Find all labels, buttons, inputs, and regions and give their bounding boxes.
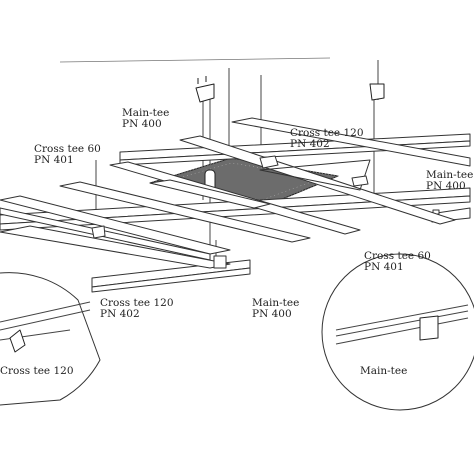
label-maintee-top: Main-tee PN 400 bbox=[122, 108, 169, 130]
label-detail-left: Cross tee 120 bbox=[0, 366, 74, 377]
label-crosstee120-bottom: Cross tee 120 PN 402 bbox=[100, 298, 174, 320]
label-maintee-bottom: Main-tee PN 400 bbox=[252, 298, 299, 320]
label-detail-left-name: Cross tee 120 bbox=[0, 365, 74, 377]
label-detail-right: Main-tee bbox=[360, 366, 407, 377]
detail-circle-right bbox=[321, 253, 474, 411]
label-crosstee60-left-name: Cross tee 60 bbox=[34, 143, 101, 155]
label-maintee-right-pn: PN 400 bbox=[426, 180, 466, 192]
label-maintee-top-pn: PN 400 bbox=[122, 118, 162, 130]
cross-stubs bbox=[91, 155, 369, 239]
label-maintee-bottom-name: Main-tee bbox=[252, 297, 300, 309]
label-crosstee120-top-name: Cross tee 120 bbox=[290, 127, 364, 139]
label-crosstee120-bottom-name: Cross tee 120 bbox=[100, 297, 174, 309]
label-crosstee120-top: Cross tee 120 PN 402 bbox=[290, 128, 364, 150]
label-maintee-right: Main-tee PN 400 bbox=[426, 170, 473, 192]
label-crosstee120-top-pn: PN 402 bbox=[290, 138, 330, 150]
label-crosstee60-left: Cross tee 60 PN 401 bbox=[34, 144, 101, 166]
hanger-clips bbox=[195, 76, 385, 103]
label-crosstee60-right-name: Cross tee 60 bbox=[364, 250, 431, 262]
label-crosstee120-bottom-pn: PN 402 bbox=[100, 308, 140, 320]
label-maintee-right-name: Main-tee bbox=[426, 169, 474, 181]
label-crosstee60-right: Cross tee 60 PN 401 bbox=[364, 251, 431, 273]
label-crosstee60-right-pn: PN 401 bbox=[364, 261, 404, 273]
label-maintee-bottom-pn: PN 400 bbox=[252, 308, 292, 320]
main-tee-bottom-seg bbox=[0, 225, 231, 269]
label-maintee-top-name: Main-tee bbox=[122, 107, 170, 119]
label-detail-right-name: Main-tee bbox=[360, 365, 408, 377]
detail-circle-left bbox=[0, 272, 101, 406]
label-crosstee60-left-pn: PN 401 bbox=[34, 154, 74, 166]
cross-tees bbox=[0, 117, 471, 261]
soffit-line bbox=[59, 57, 331, 63]
